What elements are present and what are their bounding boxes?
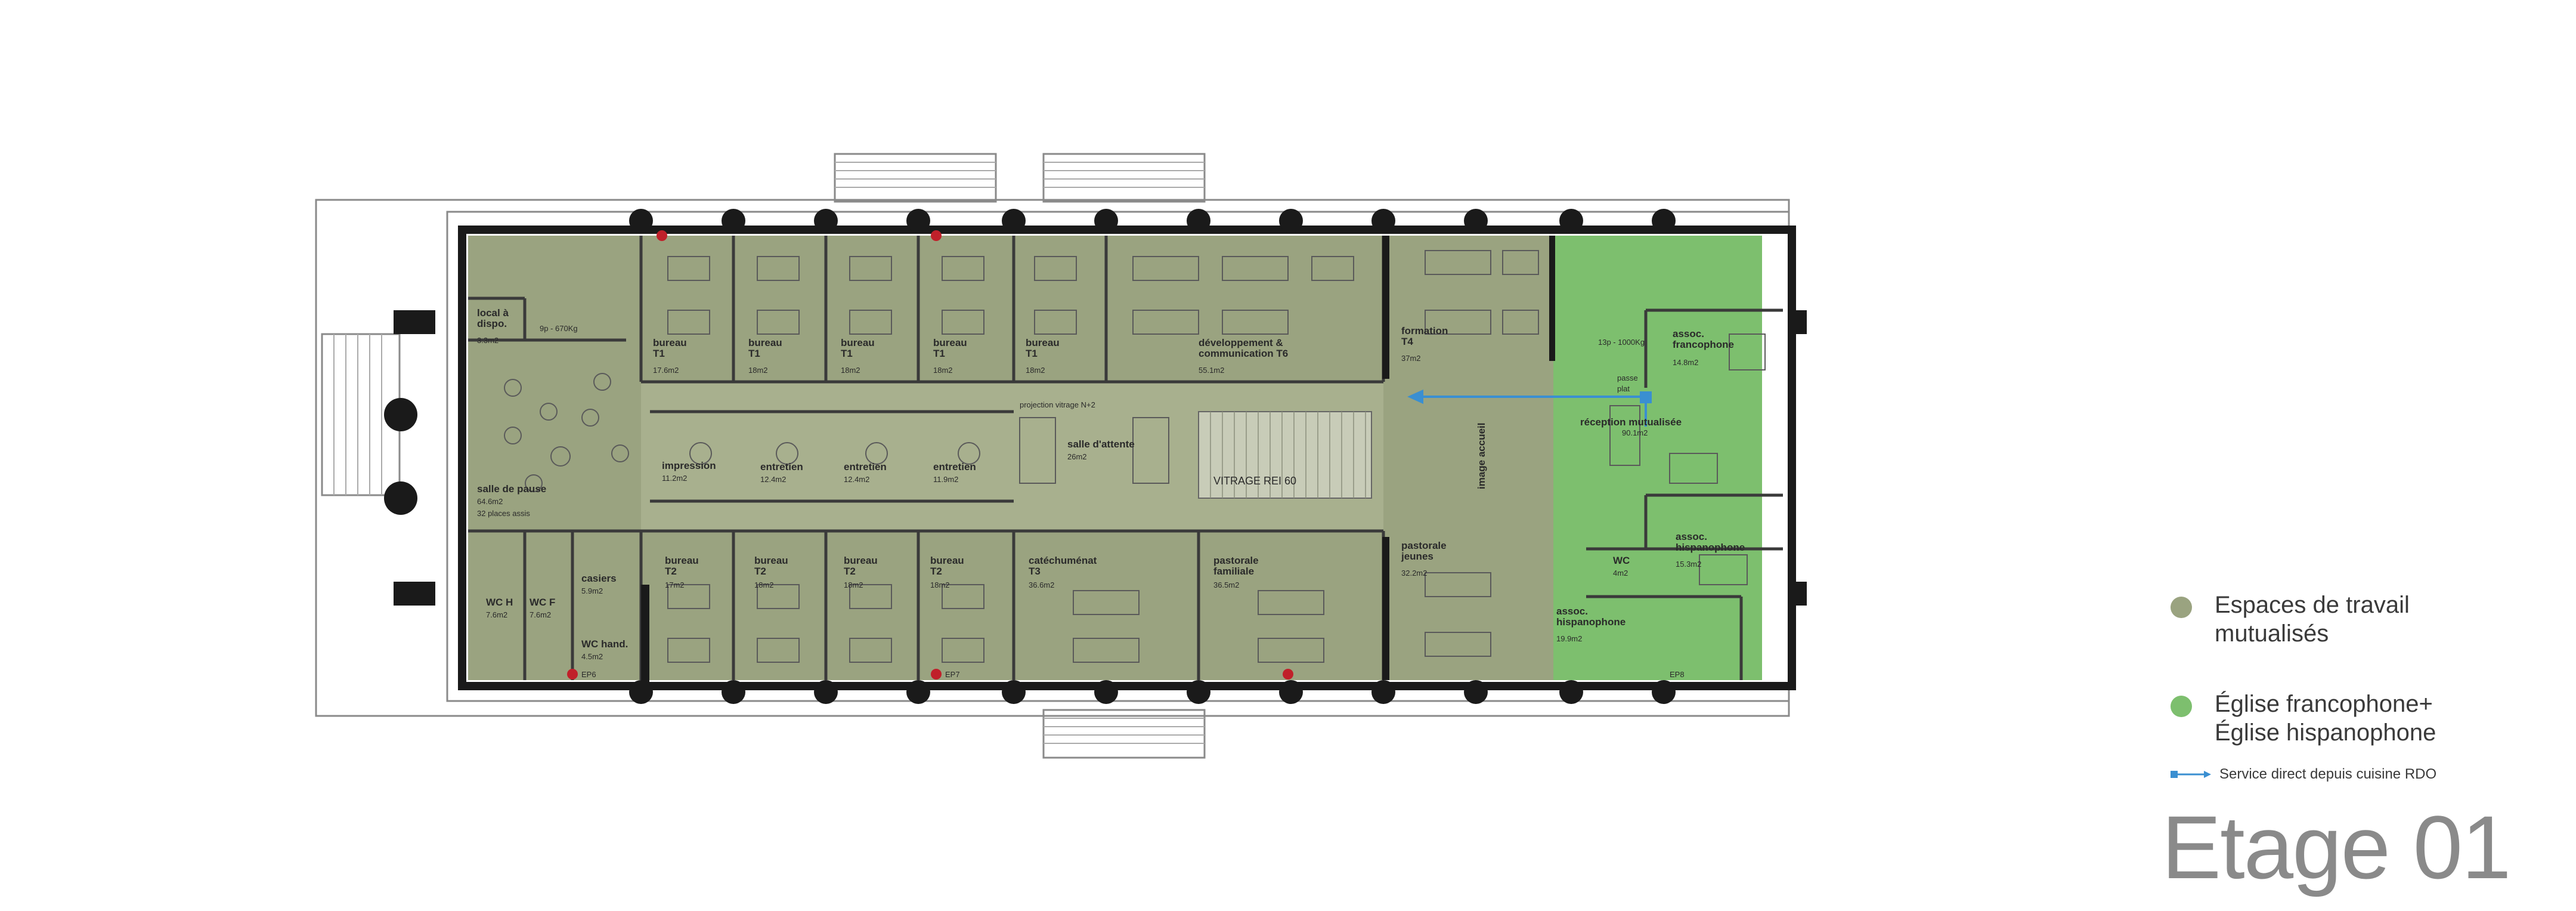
salle-pause-area: 64.6m2 [477,497,503,506]
pause-tables [504,373,629,492]
impression-area: 11.2m2 [662,474,687,483]
wc-right-area: 4m2 [1613,569,1628,578]
catechumenat-area: 36.6m2 [1029,580,1054,589]
entretien-a-name: entretien [760,461,803,473]
bureau-t2-a-area: 17m2 [665,580,685,589]
legend-item-church: Église francophone+ Église hispanophone [2171,690,2540,747]
vitrage-void [1198,411,1372,499]
legend: Espaces de travail mutualisés Église fra… [2171,591,2540,789]
wc-hand-area: 4.5m2 [581,652,603,661]
reception-area: 90.1m2 [1622,428,1648,437]
entretien-c-name: entretien [933,461,976,473]
assoc-hispano-a-name: assoc.hispanophone [1676,531,1745,553]
legend-service-text: Service direct depuis cuisine RDO [2219,766,2437,782]
pastorale-jeunes-area: 32.2m2 [1401,569,1427,578]
wc-f-name: WC F [530,597,555,608]
assoc-franco-name: assoc.francophone [1673,328,1734,350]
ep6-label: EP6 [581,670,596,679]
wc-f-area: 7.6m2 [530,610,551,619]
room-local-area: 3.3m2 [477,336,499,345]
bureau-t1-c-area: 18m2 [841,366,860,375]
church-spaces-area [1553,236,1762,680]
legend-text-shared: Espaces de travail mutualisés [2215,592,2410,647]
floor-title: Etage 01 [2162,797,2512,897]
casiers-name: casiers [581,573,617,584]
entretien-tables [689,442,980,465]
casiers-area: 5.9m2 [581,586,603,595]
entretien-b-area: 12.4m2 [844,475,869,484]
wc-right-name: WC [1613,555,1630,566]
legend-dot-olive [2171,597,2192,618]
formation-area: 37m2 [1401,354,1421,363]
entretien-c-area: 11.9m2 [933,475,958,484]
service-arrow-icon [2171,771,2211,778]
bureau-t1-e-area: 18m2 [1026,366,1045,375]
assoc-hispano-a-area: 15.3m2 [1676,560,1701,569]
dev-area: 55.1m2 [1199,366,1224,375]
bureau-t2-b-area: 18m2 [754,580,774,589]
entretien-b-name: entretien [844,461,887,473]
legend-dot-green [2171,696,2192,717]
wc-hand-name: WC hand. [581,638,628,650]
vitrage-hatch [1210,412,1366,498]
furniture [667,250,1766,663]
ep8-label: EP8 [1670,670,1685,679]
pastorale-fam-area: 36.5m2 [1213,580,1239,589]
exterior-walls [458,226,1796,690]
stair-lines [333,162,1205,744]
interior-walls [468,236,1783,680]
legend-text-church: Église francophone+ Église hispanophone [2215,691,2436,746]
legend-item-shared: Espaces de travail mutualisés [2171,591,2540,648]
bureau-t1-d-area: 18m2 [933,366,953,375]
impression-name: impression [662,460,716,471]
red-markers [567,230,1293,680]
bureau-t2-c-area: 18m2 [844,580,863,589]
wc-h-area: 7.6m2 [486,610,507,619]
lift1-capacity: 9p - 670Kg [540,324,578,333]
lift2-capacity: 13p - 1000Kg [1598,338,1645,347]
structural-walls [641,236,1555,683]
salle-attente-name: salle d'attente [1067,438,1135,450]
bureau-t1-b-area: 18m2 [748,366,768,375]
legend-service: Service direct depuis cuisine RDO [2171,766,2436,783]
service-arrow [1407,389,1652,427]
salle-attente-area: 26m2 [1067,452,1087,461]
vitrage-label: VITRAGE REI 60 [1213,475,1296,487]
projection-label: projection vitrage N+2 [1020,400,1095,409]
pillars [384,209,1807,704]
salle-pause-name: salle de pause [477,483,546,495]
reception-name: réception mutualisée [1580,416,1682,428]
entretien-a-area: 12.4m2 [760,475,786,484]
bureau-t1-a-area: 17.6m2 [653,366,679,375]
assoc-franco-area: 14.8m2 [1673,358,1698,367]
assoc-hispano-b-name: assoc.hispanophone [1556,606,1626,628]
salle-pause-note: 32 places assis [477,509,530,518]
wc-h-name: WC H [486,597,513,608]
assoc-hispano-b-area: 19.9m2 [1556,634,1582,643]
dev-name: développement &communication T6 [1199,337,1288,359]
ep7-label: EP7 [945,670,960,679]
bureau-t2-d-area: 18m2 [930,580,950,589]
image-accueil-label: image accueil [1476,422,1487,489]
